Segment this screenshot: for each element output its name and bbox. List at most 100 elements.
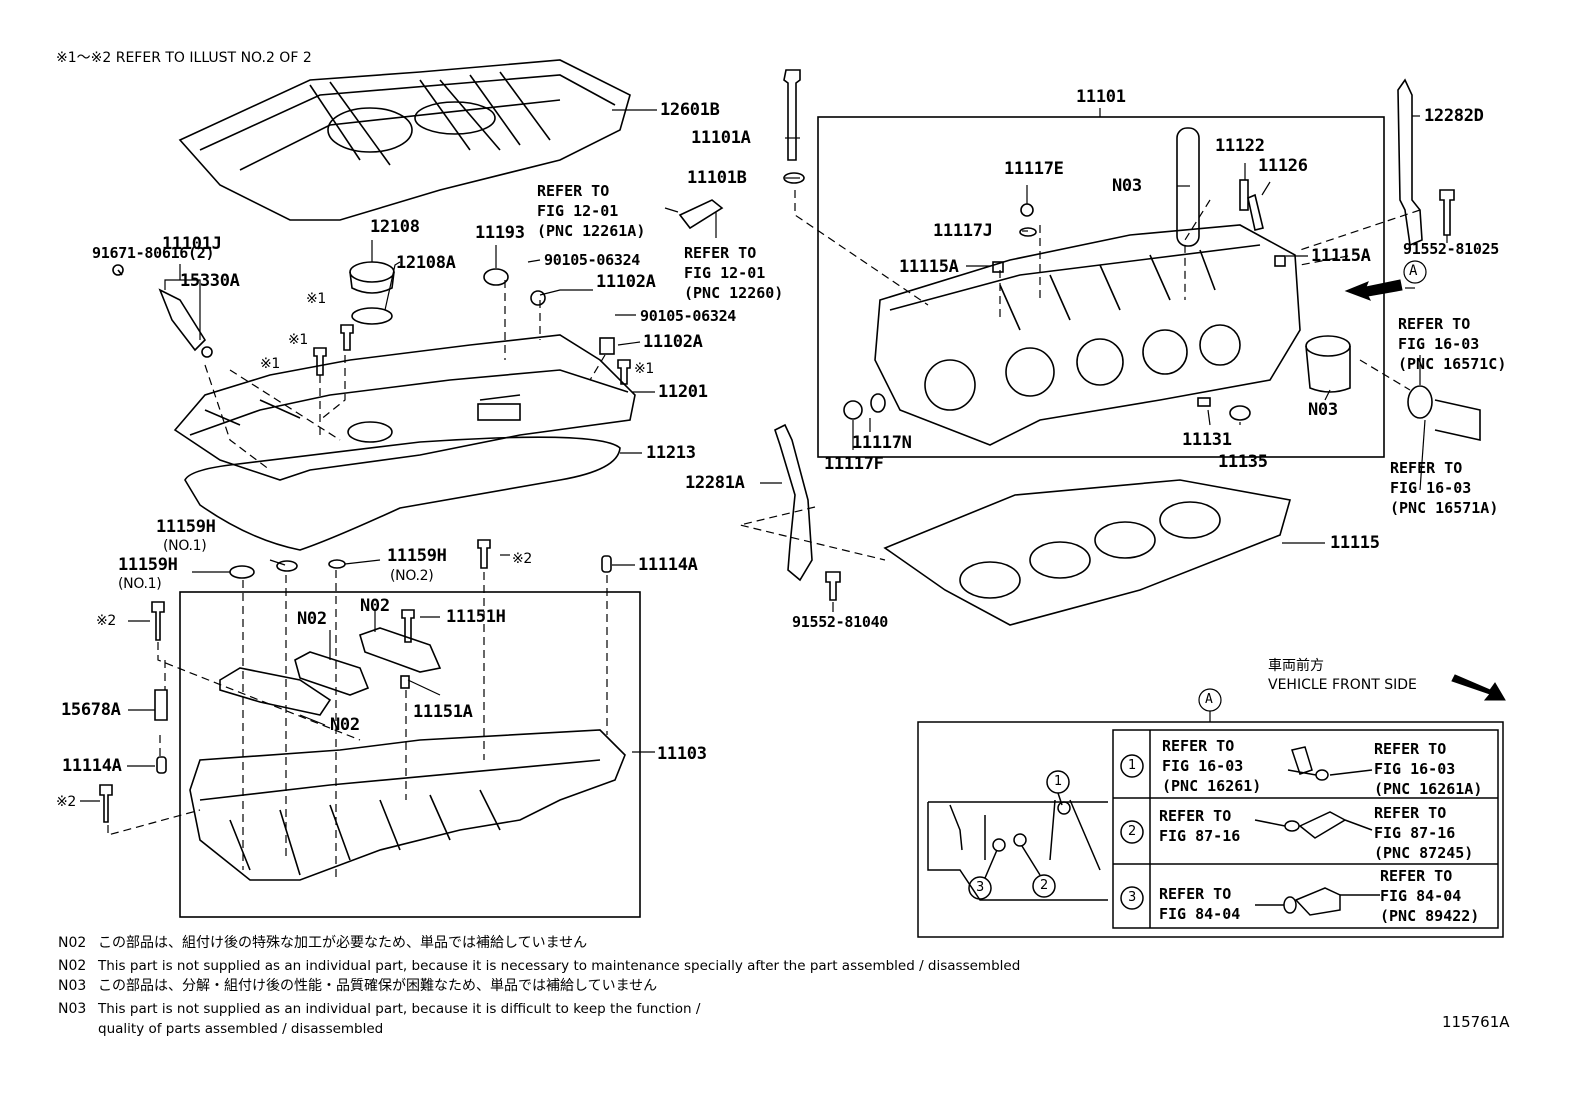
- figure-id: 115761A: [1442, 1013, 1510, 1031]
- label-12108A[interactable]: 12108A: [396, 253, 456, 273]
- detail-box: [917, 721, 1504, 938]
- label-11213[interactable]: 11213: [646, 443, 696, 463]
- pin-11114A-a: [156, 756, 167, 774]
- refer-12261A[interactable]: REFER TO FIG 12-01 (PNC 12261A): [537, 181, 645, 241]
- label-11201[interactable]: 11201: [658, 382, 708, 402]
- label-11126[interactable]: 11126: [1258, 156, 1308, 176]
- bolt-91552-81040-drawing: [825, 571, 841, 601]
- label-15330A[interactable]: 15330A: [180, 271, 240, 291]
- label-11159H-2[interactable]: 11159H: [118, 555, 178, 575]
- detail-1-right[interactable]: REFER TO FIG 16-03 (PNC 16261A): [1374, 739, 1482, 799]
- refer-line: (PNC 16261A): [1374, 780, 1483, 798]
- note-code-4: N03: [58, 1001, 87, 1017]
- label-11101[interactable]: 11101: [1076, 87, 1126, 107]
- label-11117N[interactable]: 11117N: [852, 433, 912, 453]
- front-label-en: VEHICLE FRONT SIDE: [1268, 677, 1417, 693]
- refer-line: (PNC 89422): [1380, 907, 1480, 925]
- label-11151A[interactable]: 11151A: [413, 702, 473, 722]
- label-11135[interactable]: 11135: [1218, 452, 1268, 472]
- label-11159H-3[interactable]: 11159H: [387, 546, 447, 566]
- mark-x1-d: ※1: [634, 361, 655, 377]
- label-91552-81025[interactable]: 91552-81025: [1403, 240, 1500, 258]
- label-11117E[interactable]: 11117E: [1004, 159, 1064, 179]
- refer-line: FIG 12-01: [684, 264, 766, 282]
- label-11102A-2[interactable]: 11102A: [643, 332, 703, 352]
- label-12281A[interactable]: 12281A: [685, 473, 745, 493]
- front-label-jp: 車両前方: [1268, 658, 1324, 674]
- refer-line: REFER TO: [1374, 740, 1447, 758]
- label-11115A-left[interactable]: 11115A: [899, 257, 959, 277]
- hanger-12282D-drawing: [1397, 78, 1423, 247]
- detail-3-right[interactable]: REFER TO FIG 84-04 (PNC 89422): [1380, 866, 1479, 926]
- ring-11117J-drawing: [1019, 227, 1037, 237]
- label-91552-81040[interactable]: 91552-81040: [792, 613, 889, 631]
- label-11101B[interactable]: 11101B: [687, 168, 747, 188]
- label-12601B[interactable]: 12601B: [660, 100, 720, 120]
- detail-num-2: 2: [1128, 824, 1137, 839]
- label-N02-a[interactable]: N02: [297, 609, 327, 629]
- label-11114A-2[interactable]: 11114A: [62, 756, 122, 776]
- pin-11131-drawing: [1197, 397, 1211, 407]
- refer-16571A[interactable]: REFER TO FIG 16-03 (PNC 16571A): [1390, 458, 1498, 518]
- label-11101A[interactable]: 11101A: [691, 128, 751, 148]
- refer-12260[interactable]: REFER TO FIG 12-01 (PNC 12260): [684, 243, 783, 303]
- detail-3-left[interactable]: REFER TO FIG 84-04: [1159, 884, 1240, 924]
- mark-x2-c: ※2: [56, 794, 77, 810]
- bolt-x1c-drawing: [313, 347, 327, 376]
- refer-line: REFER TO: [1159, 807, 1232, 825]
- label-90105-06324-b[interactable]: 90105-06324: [640, 307, 737, 325]
- mark-x1-b: ※1: [288, 332, 309, 348]
- refer-line: REFER TO: [684, 244, 757, 262]
- mark-x1-a: ※1: [306, 291, 327, 307]
- ring-11135-drawing: [1229, 405, 1251, 421]
- label-11115A-right[interactable]: 11115A: [1311, 246, 1371, 266]
- label-11151H[interactable]: 11151H: [446, 607, 506, 627]
- label-11102A-1[interactable]: 11102A: [596, 272, 656, 292]
- label-11193[interactable]: 11193: [475, 223, 525, 243]
- label-N03-top[interactable]: N03: [1112, 176, 1142, 196]
- label-12108[interactable]: 12108: [370, 217, 420, 237]
- label-12282D[interactable]: 12282D: [1424, 106, 1484, 126]
- seal-11117E-drawing: [1020, 203, 1034, 217]
- detail-num-3: 3: [1128, 890, 1137, 905]
- detail-1-left[interactable]: REFER TO FIG 16-03 (PNC 16261): [1162, 736, 1261, 796]
- detail-num-1: 1: [1128, 758, 1137, 773]
- label-N03-right[interactable]: N03: [1308, 400, 1338, 420]
- bolt-x1-drawing: [340, 324, 354, 351]
- label-N02-b[interactable]: N02: [360, 596, 390, 616]
- label-11122[interactable]: 11122: [1215, 136, 1265, 156]
- label-N02-c[interactable]: N02: [330, 715, 360, 735]
- label-11117F[interactable]: 11117F: [824, 454, 884, 474]
- label-11117J[interactable]: 11117J: [933, 221, 993, 241]
- label-11159H-2-sub: (NO.1): [118, 576, 162, 592]
- washer-11159H-3: [328, 559, 346, 569]
- label-11115[interactable]: 11115: [1330, 533, 1380, 553]
- label-11114A-1[interactable]: 11114A: [638, 555, 698, 575]
- bolt-x1d-drawing: [617, 359, 631, 385]
- refer-line: FIG 16-03: [1374, 760, 1456, 778]
- label-11101J[interactable]: 11101J: [162, 234, 222, 254]
- label-90105-06324-a[interactable]: 90105-06324: [544, 251, 641, 269]
- cam-housing-drawing: [179, 591, 641, 918]
- sensor-11102A-2-drawing: [599, 337, 615, 355]
- gasket-11117N-drawing: [870, 393, 886, 413]
- label-11131[interactable]: 11131: [1182, 430, 1232, 450]
- detail-2-right[interactable]: REFER TO FIG 87-16 (PNC 87245): [1374, 803, 1473, 863]
- label-11159H-1[interactable]: 11159H: [156, 517, 216, 537]
- label-11103[interactable]: 11103: [657, 744, 707, 764]
- bolt-x2b-drawing: [477, 539, 491, 569]
- refer-line: (PNC 12260): [684, 284, 784, 302]
- label-11159H-3-sub: (NO.2): [390, 568, 434, 584]
- note-code-3: N03: [58, 978, 87, 994]
- refer-16571C[interactable]: REFER TO FIG 16-03 (PNC 16571C): [1398, 314, 1506, 374]
- label-91671-80616[interactable]: 91671-80616(2): [92, 244, 215, 262]
- callout-A-label: A: [1409, 263, 1418, 279]
- refer-line: FIG 16-03: [1390, 479, 1472, 497]
- label-11159H-1-sub: (NO.1): [163, 538, 207, 554]
- note-text-4: This part is not supplied as an individu…: [98, 1001, 701, 1017]
- hose-12260-drawing: [678, 199, 724, 230]
- oil-cap-drawing: [349, 261, 395, 325]
- label-15678A[interactable]: 15678A: [61, 700, 121, 720]
- detail-2-left[interactable]: REFER TO FIG 87-16: [1159, 806, 1240, 846]
